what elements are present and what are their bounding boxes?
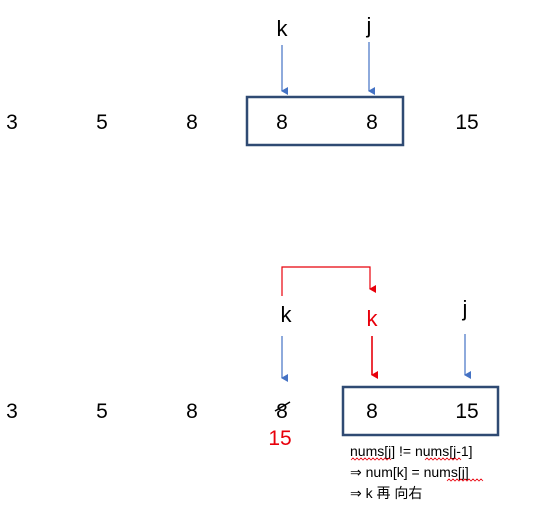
strikethrough-mark (274, 401, 291, 412)
note-assignment: ⇒ num[k] = nums[j] (350, 464, 469, 480)
spellcheck-underline (424, 457, 462, 461)
bottom-pointer-k-new-label: k (367, 306, 379, 331)
bottom-pointer-k-old-label: k (281, 302, 293, 327)
bottom-pointer-j-label: j (462, 296, 468, 321)
top-value-5: 15 (455, 111, 478, 134)
top-value-4: 8 (366, 111, 378, 134)
replacement-value: 15 (268, 427, 291, 450)
bottom-value-0: 3 (6, 400, 18, 423)
bottom-value-5: 15 (455, 400, 478, 423)
top-pointer-k-label: k (277, 16, 289, 41)
spellcheck-underline (446, 478, 484, 482)
bottom-value-3-struck: 8 (276, 400, 288, 423)
k-move-connector (281, 266, 376, 296)
top-window-box (245, 95, 405, 147)
bottom-value-1: 5 (96, 400, 108, 423)
top-state: k j 3 5 8 8 8 15 (6, 13, 479, 147)
top-value-0: 3 (6, 111, 18, 134)
bottom-value-2: 8 (186, 400, 198, 423)
top-value-1: 5 (96, 111, 108, 134)
note-advance-k: ⇒ k 再 向右 (350, 485, 422, 501)
spellcheck-underline (350, 457, 392, 461)
bottom-state: k k j 3 5 8 8 8 15 15 nums[j] != nums[j-… (6, 266, 500, 501)
top-value-2: 8 (186, 111, 198, 134)
bottom-value-4: 8 (366, 400, 378, 423)
top-pointer-j-label: j (366, 13, 372, 38)
bottom-window-box (341, 385, 500, 437)
note-condition: nums[j] != nums[j-1] (350, 443, 473, 459)
top-value-3: 8 (276, 111, 288, 134)
